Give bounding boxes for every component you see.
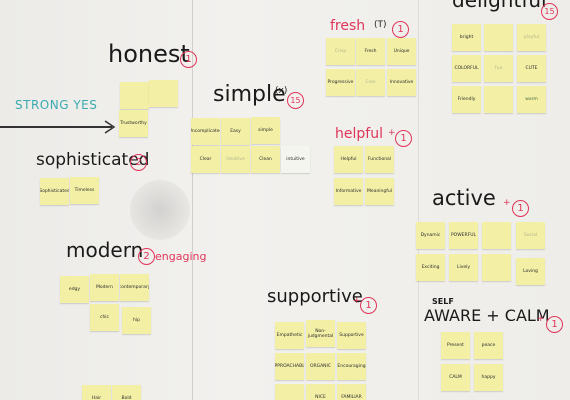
note-delightful-8: [484, 86, 513, 113]
note-modern-6: Hair: [82, 385, 111, 400]
votes-delightful: 15: [541, 3, 558, 20]
note-delightful-4: COLORFUL: [452, 55, 481, 82]
note-delightful-9: warm: [517, 86, 546, 113]
note-supportive-7: [275, 384, 304, 400]
heading-helpful: helpful: [335, 126, 383, 142]
note-helpful-3: Informative: [334, 178, 363, 205]
note-aware-3: CALM: [441, 364, 470, 391]
aware-tick: +: [537, 314, 545, 324]
note-simple-6: Clean: [251, 146, 280, 173]
note-supportive-5: ORGANIC: [306, 353, 335, 380]
whiteboard-seam-right: [418, 0, 419, 400]
note-fresh-5: Cool: [356, 69, 385, 96]
note-active-8: Loving: [516, 258, 545, 285]
votes-supportive: 1: [360, 297, 377, 314]
votes-honest: 1: [180, 51, 197, 68]
active-tick: +: [503, 198, 511, 208]
votes-modern: 2: [138, 248, 155, 265]
votes-helpful: 1: [395, 130, 412, 147]
note-honest-3: Trustworthy: [119, 110, 148, 137]
note-supportive-6: Encouraging: [337, 353, 366, 380]
note-supportive-3: Supportive: [337, 322, 366, 349]
heading-honest: honest: [108, 40, 190, 68]
note-fresh-3: Unique: [387, 38, 416, 65]
note-helpful-1: Helpful: [334, 146, 363, 173]
heading-sophisticated: sophisticated: [36, 150, 150, 170]
arrow-head-icon: [104, 120, 116, 134]
note-modern-7: Bold: [112, 385, 141, 400]
note-delightful-2: [484, 24, 513, 51]
note-modern-2: Modern: [90, 274, 119, 301]
note-simple-7: intuitive: [281, 146, 310, 173]
note-modern-4: chic: [90, 304, 119, 331]
helpful-tick: +: [388, 128, 396, 138]
note-honest-2: [149, 80, 178, 107]
heading-simple: simple: [213, 82, 286, 107]
note-supportive-9: FAMILIAR: [337, 384, 366, 400]
note-aware-2: peace: [474, 332, 503, 359]
heading-supportive: supportive: [267, 286, 363, 307]
heading-active: active: [432, 186, 496, 210]
note-fresh-2: Fresh: [356, 38, 385, 65]
note-simple-4: Clear: [191, 146, 220, 173]
heading-engaging: engaging: [155, 250, 207, 263]
note-active-7: [482, 254, 511, 281]
votes-simple: 15: [287, 92, 304, 109]
note-active-5: Exciting: [416, 254, 445, 281]
whiteboard-seam: [192, 0, 193, 400]
note-supportive-4: APPROACHABLE: [275, 353, 304, 380]
note-simple-2: Easy: [221, 118, 250, 145]
heading-aware-calm: AWARE + CALM: [424, 306, 550, 325]
eraser-smudge: [130, 180, 190, 240]
note-fresh-6: Innovative: [387, 69, 416, 96]
note-simple-5: Intuitive: [221, 146, 250, 173]
supportive-tick: +: [353, 296, 361, 306]
strong-yes-label: STRONG YES: [15, 98, 98, 112]
note-fresh-1: Crisp: [326, 38, 355, 65]
note-modern-3: contemporary: [120, 274, 149, 301]
votes-active: 1: [512, 200, 529, 217]
note-delightful-3: playful: [517, 24, 546, 51]
note-delightful-6: CUTE: [517, 55, 546, 82]
note-aware-4: happy: [474, 364, 503, 391]
note-active-2: POWERFUL: [449, 222, 478, 249]
note-fresh-4: Progressive: [326, 69, 355, 96]
simple-mark: (x): [275, 86, 288, 96]
note-modern-1: edgy: [60, 276, 89, 303]
note-active-6: Lively: [449, 254, 478, 281]
note-supportive-1: Empathetic: [275, 322, 304, 349]
note-simple-1: Uncomplicated: [191, 118, 220, 145]
arrow-shaft: [0, 126, 112, 128]
note-supportive-8: NICE: [306, 384, 335, 400]
heading-fresh: fresh: [330, 18, 366, 34]
note-supportive-2: Non-judgmental: [306, 320, 335, 347]
note-active-1: Dynamic: [416, 222, 445, 249]
heading-self: SELF: [432, 297, 454, 306]
heading-modern: modern: [66, 238, 144, 262]
note-delightful-5: Fun: [484, 55, 513, 82]
note-helpful-4: Meaningful: [365, 178, 394, 205]
note-active-3: [482, 222, 511, 249]
note-sophisticated-1: Sophisticated: [40, 178, 69, 205]
note-honest-1: [120, 82, 149, 109]
fresh-mark: (T): [374, 20, 387, 30]
votes-sophisticated: 2: [130, 154, 147, 171]
note-simple-3: simple: [251, 117, 280, 144]
note-delightful-7: Friendly: [452, 86, 481, 113]
heading-delightful: delightful: [452, 0, 547, 12]
note-aware-1: Present: [441, 332, 470, 359]
note-helpful-2: Functional: [365, 146, 394, 173]
votes-fresh: 1: [392, 21, 409, 38]
votes-aware-calm: 1: [546, 316, 563, 333]
note-active-4: Social: [516, 222, 545, 249]
note-delightful-1: bright: [452, 24, 481, 51]
note-modern-5: hip: [122, 307, 151, 334]
note-sophisticated-2: Timeless: [70, 177, 99, 204]
